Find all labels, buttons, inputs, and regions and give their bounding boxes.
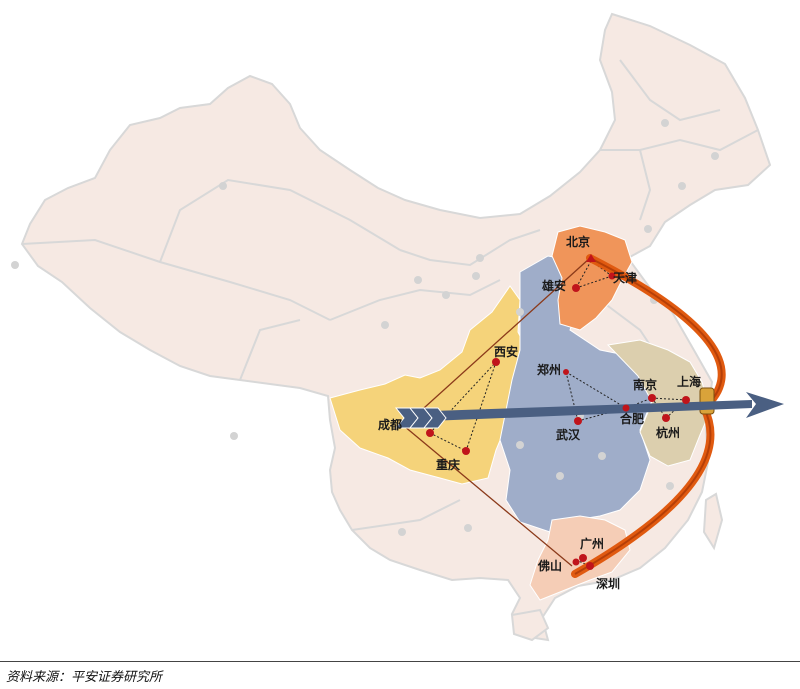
city-marker-chengdu xyxy=(426,429,434,437)
city-label-zhengzhou: 郑州 xyxy=(537,362,561,377)
china-map: 北京 天津 雄安 西安 郑州 南京 上海 合肥 杭州 武汉 成都 重庆 广州 佛… xyxy=(11,12,784,642)
city-marker-zhengzhou xyxy=(563,369,569,375)
city-label-chongqing: 重庆 xyxy=(436,457,460,472)
city-label-hangzhou: 杭州 xyxy=(656,425,680,440)
city-label-guangzhou: 广州 xyxy=(580,536,604,551)
city-marker-guangzhou xyxy=(579,554,587,562)
city-marker-xiongan xyxy=(572,284,580,292)
region-jingjinji xyxy=(551,225,633,331)
city-marker-hangzhou xyxy=(662,414,670,422)
city-marker-beijing xyxy=(586,254,596,262)
city-marker-shenzhen xyxy=(586,562,594,570)
city-label-shanghai: 上海 xyxy=(677,374,701,389)
city-label-hefei: 合肥 xyxy=(620,411,644,426)
arrow-head xyxy=(746,392,784,418)
city-marker-shanghai xyxy=(682,396,690,404)
city-marker-hefei xyxy=(622,404,630,412)
city-label-nanjing: 南京 xyxy=(633,377,657,392)
bow-and-arrow-icon xyxy=(394,254,784,578)
city-label-chengdu: 成都 xyxy=(378,417,402,432)
city-labels: 北京 天津 雄安 西安 郑州 南京 上海 合肥 杭州 武汉 成都 重庆 广州 佛… xyxy=(378,234,701,591)
connector-lines xyxy=(403,257,591,567)
source-text: 资料来源：平安证券研究所 xyxy=(6,670,163,685)
arrow-fletching xyxy=(394,407,447,429)
city-label-foshan: 佛山 xyxy=(537,558,562,573)
city-label-tianjin: 天津 xyxy=(613,270,637,285)
city-marker-nanjing xyxy=(648,394,656,402)
city-marker-tianjin xyxy=(608,272,616,280)
city-markers xyxy=(426,254,690,570)
city-marker-chongqing xyxy=(462,447,470,455)
province-capital-markers xyxy=(11,119,719,536)
city-marker-wuhan xyxy=(574,417,582,425)
city-label-wuhan: 武汉 xyxy=(556,427,581,442)
city-label-xian: 西安 xyxy=(494,344,518,359)
arrow-shaft xyxy=(404,400,752,422)
hainan-island xyxy=(510,608,550,642)
china-landmass xyxy=(20,12,772,642)
city-marker-xian xyxy=(492,358,500,366)
city-marker-foshan xyxy=(572,558,580,566)
bow-grip xyxy=(699,387,715,415)
city-label-beijing: 北京 xyxy=(566,234,590,249)
source-footer: 资料来源：平安证券研究所 xyxy=(0,661,800,689)
city-label-xiongan: 雄安 xyxy=(541,278,566,293)
city-label-shenzhen: 深圳 xyxy=(596,576,620,591)
taiwan-island xyxy=(702,492,724,551)
